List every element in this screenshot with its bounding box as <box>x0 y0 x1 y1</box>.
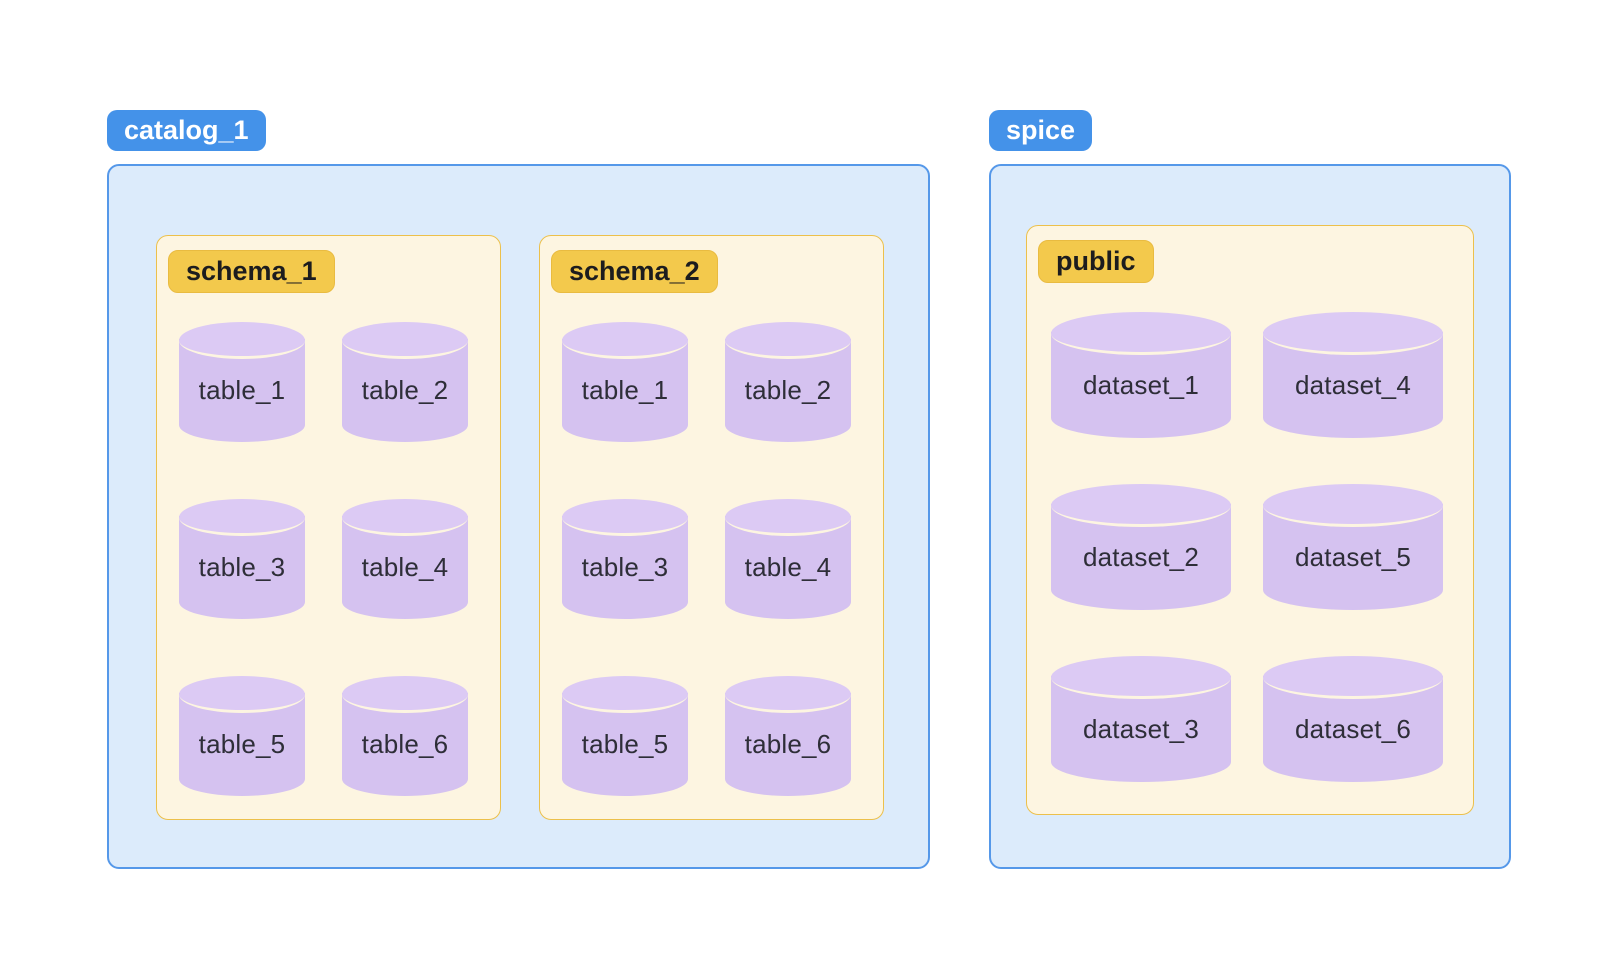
table-cylinder: table_3 <box>179 499 305 619</box>
public-schema-container: public dataset_1 dataset_2 dataset_3 <box>1026 225 1474 815</box>
catalog-1-group: catalog_1 schema_1 table_1 table_2 table <box>107 110 930 869</box>
database-cylinder-icon <box>1051 656 1231 782</box>
dataset-label: dataset_2 <box>1082 541 1199 572</box>
spice-group: spice public dataset_1 dataset_2 dataset <box>989 110 1511 869</box>
table-label: table_3 <box>581 552 669 582</box>
public-dataset-grid: dataset_1 dataset_2 dataset_3 dataset_4 <box>1051 312 1473 782</box>
table-label: table_2 <box>744 375 832 405</box>
table-cylinder: table_6 <box>725 676 851 796</box>
database-cylinder-icon <box>179 499 305 619</box>
database-cylinder-icon <box>179 676 305 796</box>
dataset-label: dataset_6 <box>1294 713 1411 744</box>
dataset-cylinder: dataset_5 <box>1263 484 1443 610</box>
table-label: table_3 <box>198 552 286 582</box>
schema-1-table-grid: table_1 table_2 table_3 table_4 <box>179 322 500 796</box>
database-cylinder-icon <box>179 322 305 442</box>
table-label: table_5 <box>581 729 669 759</box>
table-label: table_6 <box>744 729 832 759</box>
database-cylinder-icon <box>562 322 688 442</box>
table-cylinder: table_2 <box>725 322 851 442</box>
dataset-label: dataset_1 <box>1082 369 1199 400</box>
catalog-1-badge: catalog_1 <box>107 110 266 151</box>
dataset-cylinder: dataset_2 <box>1051 484 1231 610</box>
database-cylinder-icon <box>1263 312 1443 438</box>
table-label: table_1 <box>581 375 669 405</box>
table-label: table_1 <box>198 375 286 405</box>
table-cylinder: table_4 <box>725 499 851 619</box>
table-label: table_6 <box>361 729 449 759</box>
dataset-cylinder: dataset_3 <box>1051 656 1231 782</box>
dataset-label: dataset_5 <box>1294 541 1411 572</box>
table-cylinder: table_1 <box>179 322 305 442</box>
public-badge: public <box>1038 240 1154 283</box>
table-cylinder: table_1 <box>562 322 688 442</box>
table-label: table_4 <box>744 552 832 582</box>
schema-2-badge: schema_2 <box>551 250 718 293</box>
table-cylinder: table_6 <box>342 676 468 796</box>
table-cylinder: table_5 <box>179 676 305 796</box>
database-cylinder-icon <box>1263 484 1443 610</box>
dataset-cylinder: dataset_6 <box>1263 656 1443 782</box>
table-label: table_5 <box>198 729 286 759</box>
schema-2-table-grid: table_1 table_2 table_3 table_4 <box>562 322 883 796</box>
dataset-cylinder: dataset_4 <box>1263 312 1443 438</box>
schema-1-badge: schema_1 <box>168 250 335 293</box>
database-cylinder-icon <box>562 499 688 619</box>
database-cylinder-icon <box>562 676 688 796</box>
dataset-label: dataset_4 <box>1294 369 1411 400</box>
table-cylinder: table_4 <box>342 499 468 619</box>
database-cylinder-icon <box>725 322 851 442</box>
table-cylinder: table_3 <box>562 499 688 619</box>
catalog-1-container: schema_1 table_1 table_2 table_3 <box>107 164 930 869</box>
table-cylinder: table_2 <box>342 322 468 442</box>
spice-container: public dataset_1 dataset_2 dataset_3 <box>989 164 1511 869</box>
database-cylinder-icon <box>1263 656 1443 782</box>
database-cylinder-icon <box>1051 312 1231 438</box>
schema-2-container: schema_2 table_1 table_2 table_3 <box>539 235 884 820</box>
table-cylinder: table_5 <box>562 676 688 796</box>
dataset-cylinder: dataset_1 <box>1051 312 1231 438</box>
spice-badge: spice <box>989 110 1093 151</box>
database-cylinder-icon <box>725 676 851 796</box>
database-cylinder-icon <box>342 499 468 619</box>
schema-1-container: schema_1 table_1 table_2 table_3 <box>156 235 501 820</box>
table-label: table_4 <box>361 552 449 582</box>
table-label: table_2 <box>361 375 449 405</box>
database-cylinder-icon <box>342 676 468 796</box>
database-cylinder-icon <box>1051 484 1231 610</box>
database-cylinder-icon <box>725 499 851 619</box>
database-cylinder-icon <box>342 322 468 442</box>
dataset-label: dataset_3 <box>1082 713 1199 744</box>
